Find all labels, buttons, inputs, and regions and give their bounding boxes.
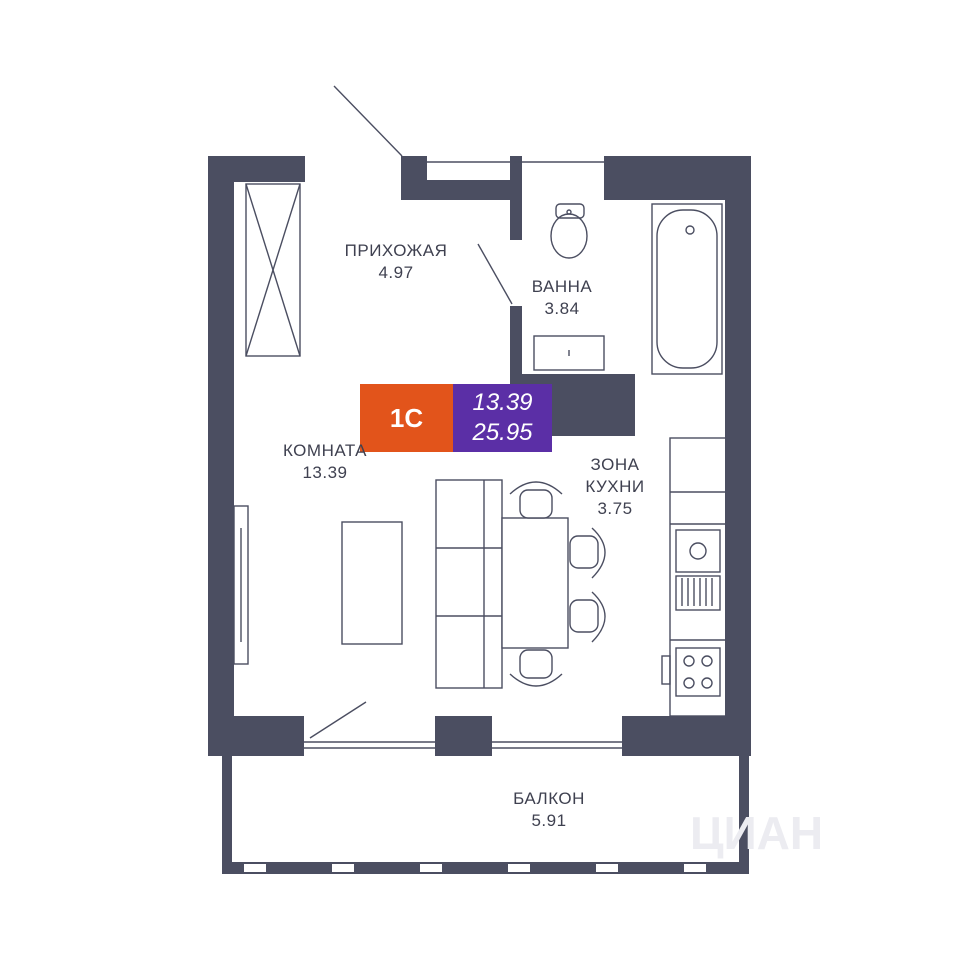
balcony-wall-bottom [222,862,749,874]
watermark: ЦИАН [690,807,824,859]
cooktop [675,647,721,697]
bathtub [651,203,723,375]
radiator [233,505,249,665]
area-badge-bg [453,384,552,452]
washbasin [533,335,605,371]
chair-right-2 [569,591,606,643]
bathroom-area: 3.84 [544,299,580,318]
chair-bottom [509,649,563,687]
partition-bath-upper [510,156,522,240]
chairs [509,481,606,687]
wall-top-middle [401,180,514,200]
kitchen-name-line1: ЗОНА [590,455,640,474]
balcony-area: 5.91 [531,811,567,830]
kitchen-name-line2: КУХНИ [585,477,645,496]
bathroom-label: ВАННА 3.84 [512,276,612,320]
balcony-door-swing [309,701,367,739]
wall-bottom-right [622,716,751,756]
wall-left [208,156,234,756]
wall-bottom-left [208,716,304,756]
kitchen-label: ЗОНА КУХНИ 3.75 [560,454,670,520]
balcony-name: БАЛКОН [513,789,585,808]
carpet [341,521,403,645]
windows [304,161,622,749]
partition-bath-lower [510,306,522,388]
kitchen-area: 3.75 [597,499,633,518]
hallway-name: ПРИХОЖАЯ [344,241,448,260]
room-name: КОМНАТА [282,441,368,460]
living-area-value: 13.39 [472,389,533,416]
wall-bottom-middle [435,716,492,756]
kitchen-counter [661,437,727,717]
chair-right-1 [569,527,606,579]
balcony-wall-right [739,756,749,874]
chair-top [509,481,563,519]
wardrobe [245,183,301,357]
balcony-label: БАЛКОН 5.91 [486,788,612,832]
total-area-value: 25.95 [472,419,533,446]
apartment-type-badge-bg [360,384,453,452]
balcony-glazing [244,864,706,872]
room-area: 13.39 [302,463,348,482]
kitchen-sink [675,529,721,611]
toilet [550,203,588,259]
dining-table [501,517,569,649]
wall-right [725,156,751,756]
room-label: КОМНАТА 13.39 [262,440,388,484]
hallway-label: ПРИХОЖАЯ 4.97 [322,240,470,284]
bathroom-door-swing [477,243,513,305]
entrance-door-swing [333,85,403,157]
apartment-type-badge: 1С [389,403,424,433]
hallway-area: 4.97 [378,263,414,282]
sofa [435,479,503,689]
balcony-wall-left [222,756,232,874]
bathroom-name: ВАННА [531,277,593,296]
